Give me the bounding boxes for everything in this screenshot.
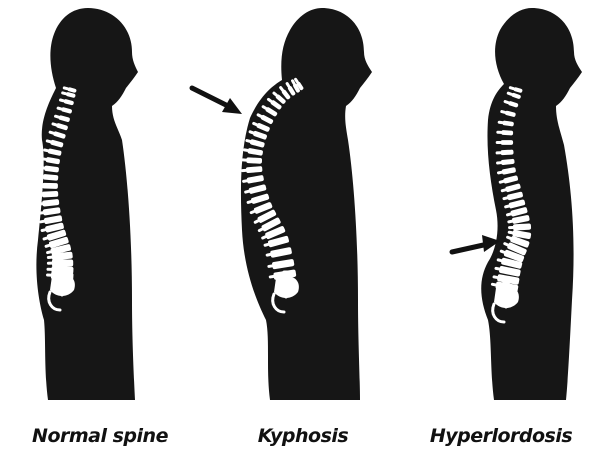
vertebra	[513, 223, 531, 230]
spinous-process	[508, 226, 514, 229]
vertebra	[42, 183, 58, 189]
arrow-right-icon	[192, 88, 242, 114]
vertebra	[52, 259, 73, 266]
sacrum	[274, 276, 299, 298]
sacrum	[494, 286, 519, 308]
caption-kyphosis: Kyphosis	[203, 425, 403, 447]
body-silhouette-kyphosis	[241, 8, 372, 400]
vertebra	[42, 191, 59, 198]
figure-kyphosis	[241, 8, 372, 400]
spinous-process	[37, 193, 43, 196]
spinous-process	[47, 262, 53, 265]
spinous-process	[496, 131, 502, 134]
sacrum	[50, 274, 75, 296]
spinous-process	[241, 158, 247, 161]
caption-hyperlordosis: Hyperlordosis	[401, 425, 601, 447]
spinous-process	[46, 273, 52, 276]
arrow-right-icon	[452, 235, 500, 252]
vertebra	[246, 157, 262, 163]
spinous-process	[496, 141, 502, 144]
body-silhouette-hyperlordosis	[481, 8, 582, 400]
spinous-process	[46, 268, 52, 271]
figure-hyperlordosis	[481, 8, 582, 400]
figure-normal-spine	[36, 8, 138, 400]
vertebra	[500, 150, 513, 156]
vertebra	[501, 130, 513, 135]
spinous-process	[496, 151, 502, 154]
vertebra	[501, 140, 513, 145]
spinous-process	[38, 175, 44, 179]
spinous-process	[37, 184, 43, 187]
caption-normal-spine: Normal spine	[0, 425, 200, 447]
